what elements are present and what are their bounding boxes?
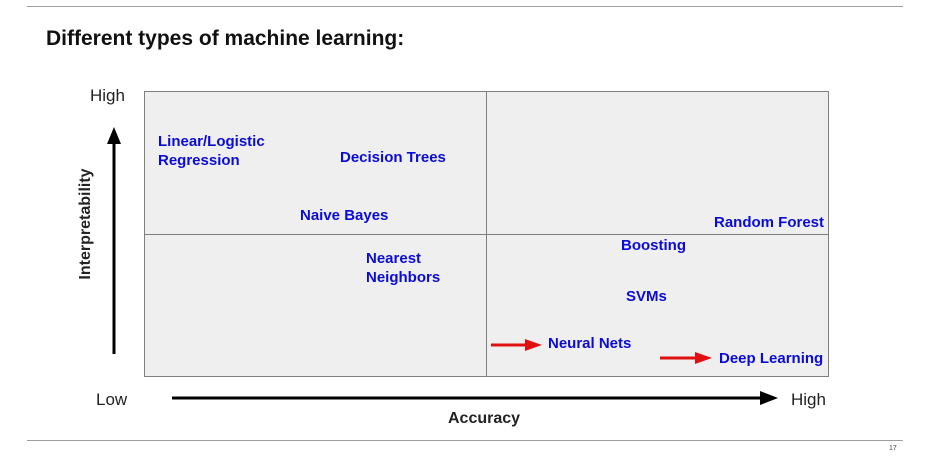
neural-nets-arrowhead [525,339,542,351]
x-axis-arrowhead [760,391,778,405]
linear-logistic-regression-label: Linear/Logistic Regression [158,132,265,170]
y-axis-title: Interpretability [77,168,94,280]
linear-logistic-line1: Linear/Logistic [158,133,265,150]
bottom-divider [27,440,903,441]
naive-bayes-label: Naive Bayes [300,207,389,224]
nearest-neighbors-line2: Neighbors [366,269,441,286]
boosting-label: Boosting [621,237,686,254]
neural-nets-label: Neural Nets [548,335,632,352]
deep-learning-label: Deep Learning [719,350,824,367]
slide-title: Different types of machine learning: [46,27,405,50]
y-axis-arrowhead [107,127,121,144]
deep-learning-arrowhead [695,352,712,364]
page-number: 17 [889,445,897,452]
nearest-neighbors-label: Nearest Neighbors [366,249,440,287]
nearest-neighbors-line1: Nearest [366,250,422,267]
decision-trees-label: Decision Trees [340,149,446,166]
x-axis-title: Accuracy [448,410,521,427]
svms-label: SVMs [626,288,667,305]
y-axis-high-label: High [90,86,125,105]
top-divider [27,6,903,7]
random-forest-label: Random Forest [714,214,825,231]
x-axis-high-label: High [791,390,826,409]
quadrant-horizontal-divider [144,234,829,235]
linear-logistic-line2: Regression [158,152,240,169]
y-axis-low-label: Low [96,390,128,409]
